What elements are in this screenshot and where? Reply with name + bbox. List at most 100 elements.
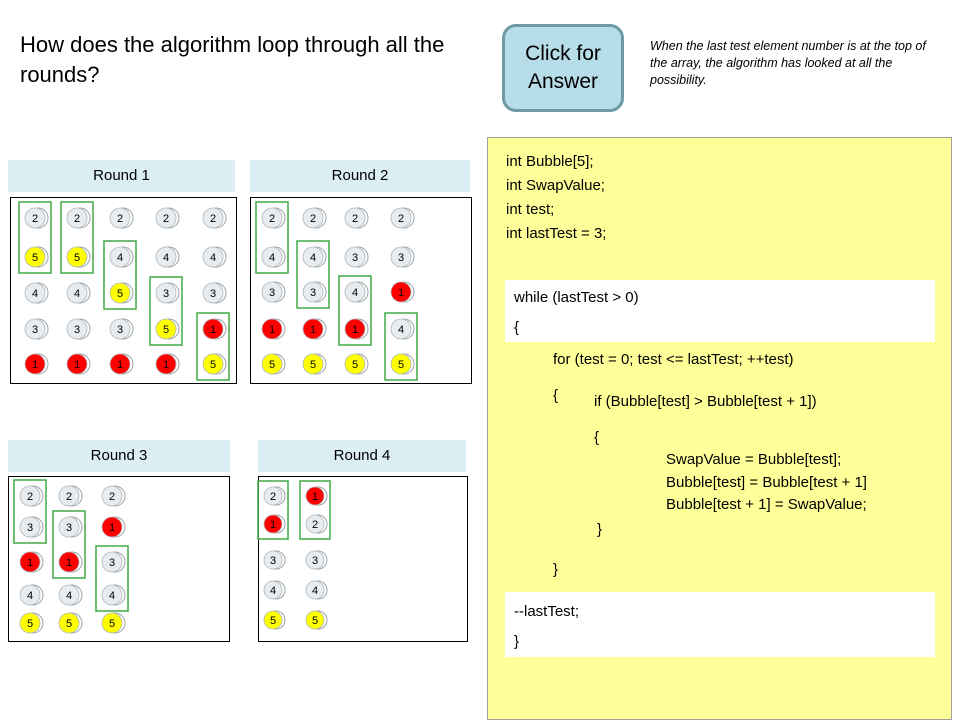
ball-label: 5 [210,359,216,371]
ball-label: 3 [109,557,115,569]
code-for-close: } [553,561,559,578]
ball: 5 [202,353,227,375]
ball-label: 3 [269,287,275,299]
ball: 1 [344,318,369,340]
round-1-title: Round 1 [8,160,235,192]
ball: 4 [19,584,44,606]
ball-label: 1 [27,557,33,569]
ball-label: 2 [109,491,115,503]
ball-label: 4 [109,590,115,602]
ball-label: 5 [270,615,276,627]
ball: 4 [344,281,369,303]
ball: 1 [66,353,91,375]
code-declaration: int Bubble[5]; [506,153,594,170]
ball: 3 [302,281,327,303]
ball: 3 [261,281,286,303]
ball-label: 5 [66,618,72,630]
comparison-highlight [95,545,129,612]
ball: 2 [109,207,134,229]
ball: 2 [390,207,415,229]
code-if-line: if (Bubble[test] > Bubble[test + 1]) [594,393,817,410]
ball-label: 4 [27,590,33,602]
ball: 4 [390,318,415,340]
click-for-answer-button[interactable]: Click for Answer [502,24,624,112]
code-declaration: int test; [506,201,555,218]
ball-label: 4 [32,288,38,300]
ball-label: 1 [269,324,275,336]
ball-label: 4 [398,324,404,336]
comparison-highlight [384,312,418,381]
ball-label: 2 [270,491,276,503]
answer-text: When the last test element number is at … [650,39,926,87]
ball: 3 [305,550,328,570]
ball-label: 1 [74,359,80,371]
ball-label: 1 [270,519,276,531]
ball-label: 5 [312,615,318,627]
ball: 2 [101,485,126,507]
ball-label: 3 [210,288,216,300]
code-while-open: { [514,319,520,336]
ball: 3 [24,318,49,340]
round-3-title: Round 3 [8,440,230,472]
ball: 3 [58,516,83,538]
ball-label: 1 [398,287,404,299]
ball-label: 4 [312,585,318,597]
ball-label: 1 [310,324,316,336]
ball-label: 5 [163,324,169,336]
code-declaration: int lastTest = 3; [506,225,607,242]
ball: 2 [58,485,83,507]
code-for-line: for (test = 0; test <= lastTest; ++test) [553,351,794,368]
ball: 3 [390,246,415,268]
ball-label: 3 [312,555,318,567]
ball-label: 3 [270,555,276,567]
ball: 3 [101,551,126,573]
ball: 2 [302,207,327,229]
comparison-highlight [149,276,183,346]
ball-label: 1 [210,324,216,336]
ball: 3 [155,282,180,304]
code-while-line: while (lastTest > 0) [514,289,639,306]
ball: 5 [261,353,286,375]
ball-label: 4 [163,252,169,264]
ball: 3 [109,318,134,340]
ball-label: 3 [352,252,358,264]
ball-label: 5 [398,359,404,371]
ball: 2 [66,207,91,229]
ball: 4 [305,580,328,600]
comparison-highlight [257,480,289,540]
ball: 1 [263,514,286,534]
ball-label: 3 [74,324,80,336]
ball-label: 2 [312,519,318,531]
ball-label: 4 [352,287,358,299]
ball: 1 [302,318,327,340]
ball-label: 1 [32,359,38,371]
code-declaration: int SwapValue; [506,177,605,194]
ball: 4 [24,282,49,304]
ball: 5 [155,318,180,340]
ball-label: 4 [117,252,123,264]
ball: 4 [101,584,126,606]
ball: 5 [263,610,286,630]
code-swap-line: Bubble[test + 1] = SwapValue; [666,496,867,513]
code-if-open: { [594,429,600,446]
code-decrement: --lastTest; [514,603,580,620]
ball-label: 5 [74,252,80,264]
ball: 2 [344,207,369,229]
ball-label: 5 [269,359,275,371]
round-4-panel [258,476,468,642]
ball-label: 3 [117,324,123,336]
ball: 1 [155,353,180,375]
ball: 4 [202,246,227,268]
ball: 5 [19,612,44,634]
ball-label: 2 [163,213,169,225]
ball: 5 [109,282,134,304]
ball: 2 [202,207,227,229]
comparison-highlight [255,201,289,274]
ball-label: 1 [66,557,72,569]
ball: 1 [390,281,415,303]
ball-label: 3 [398,252,404,264]
ball-label: 1 [109,522,115,534]
ball-label: 4 [270,585,276,597]
ball: 2 [155,207,180,229]
